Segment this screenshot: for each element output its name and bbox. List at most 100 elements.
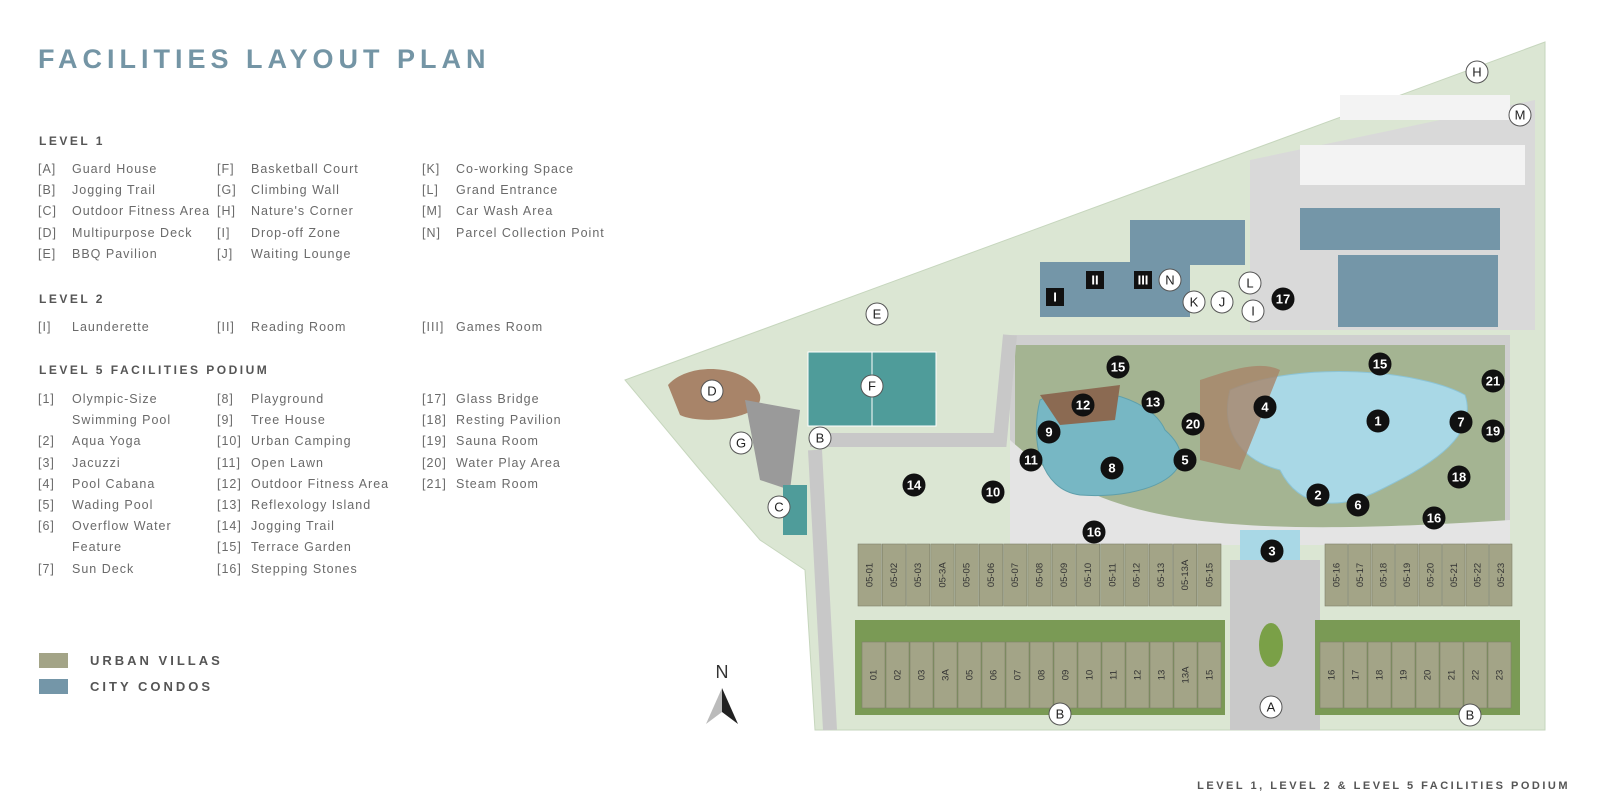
- villa-unit-label: 03: [917, 670, 928, 681]
- level1-marker[interactable]: E: [865, 302, 889, 326]
- villa-unit-block: [979, 543, 1003, 607]
- villa-unit: 15: [1197, 641, 1222, 709]
- legend-item-key: [15]: [217, 540, 242, 555]
- villa-unit-block: [1395, 543, 1419, 607]
- marker-badge: [1181, 412, 1205, 436]
- podium-marker[interactable]: 9: [1037, 420, 1061, 444]
- north-arrow: N: [706, 662, 738, 724]
- parking-bays-upper: [1300, 145, 1525, 185]
- level1-marker[interactable]: G: [729, 431, 753, 455]
- villa-unit-block: [1465, 543, 1489, 607]
- level2-marker[interactable]: III: [1134, 271, 1152, 289]
- marker-badge: [1037, 420, 1061, 444]
- podium-marker[interactable]: 11: [1019, 448, 1043, 472]
- level1-marker[interactable]: I: [1241, 299, 1265, 323]
- villa-unit-block: [1149, 641, 1174, 709]
- villa-unit: 05-02: [881, 543, 906, 607]
- villa-unit-label: 05-23: [1496, 563, 1507, 587]
- level1-marker[interactable]: D: [700, 379, 724, 403]
- podium-marker[interactable]: 15: [1368, 352, 1392, 376]
- legend-swatch-city-condos: [39, 679, 68, 694]
- villa-unit-label: 10: [1085, 670, 1096, 681]
- podium-marker[interactable]: 18: [1447, 465, 1471, 489]
- legend-item-label: Water Play Area: [456, 455, 561, 470]
- legend-item-label: Reading Room: [251, 320, 347, 334]
- villa-unit: 19: [1391, 641, 1416, 709]
- marker-badge: [729, 431, 753, 455]
- villa-unit: 05-21: [1442, 543, 1466, 607]
- level1-marker[interactable]: H: [1465, 60, 1489, 84]
- villa-unit-block: [1324, 543, 1348, 607]
- podium-marker[interactable]: 16: [1422, 506, 1446, 530]
- marker-badge: [1086, 271, 1104, 289]
- level1-marker[interactable]: B: [1458, 703, 1482, 727]
- podium-marker[interactable]: 7: [1449, 410, 1473, 434]
- podium-marker[interactable]: 15: [1106, 355, 1130, 379]
- podium-marker[interactable]: 21: [1481, 369, 1505, 393]
- podium-marker[interactable]: 4: [1253, 395, 1277, 419]
- north-label: N: [716, 662, 729, 682]
- marker-label: B: [1466, 708, 1475, 723]
- villa-unit-label: 23: [1495, 670, 1506, 681]
- podium-marker[interactable]: 1: [1366, 409, 1390, 433]
- level1-marker[interactable]: J: [1210, 290, 1234, 314]
- marker-badge: [1100, 456, 1124, 480]
- podium-marker[interactable]: 16: [1082, 520, 1106, 544]
- villa-unit: 17: [1343, 641, 1368, 709]
- podium-marker[interactable]: 13: [1141, 390, 1165, 414]
- podium-marker[interactable]: 14: [902, 473, 926, 497]
- podium-marker[interactable]: 5: [1173, 448, 1197, 472]
- villa-unit-block: [957, 641, 982, 709]
- level1-marker[interactable]: C: [767, 495, 791, 519]
- level1-marker[interactable]: B: [1048, 702, 1072, 726]
- level2-marker[interactable]: I: [1046, 288, 1064, 306]
- villa-unit-block: [1173, 543, 1198, 607]
- podium-marker[interactable]: 8: [1100, 456, 1124, 480]
- podium-marker[interactable]: 10: [981, 480, 1005, 504]
- level1-marker[interactable]: A: [1259, 695, 1283, 719]
- podium-marker[interactable]: 19: [1481, 419, 1505, 443]
- legend-item-key: [20]: [422, 455, 447, 470]
- legend-item-key: [L]: [422, 183, 439, 198]
- villa-unit: 03: [909, 641, 934, 709]
- villa-unit-block: [1003, 543, 1028, 607]
- villa-unit: 08: [1029, 641, 1054, 709]
- legend-item-key: [2]: [38, 434, 55, 449]
- villa-unit: 07: [1005, 641, 1030, 709]
- legend-item-label: Steam Room: [456, 476, 539, 491]
- level1-marker[interactable]: F: [860, 374, 884, 398]
- villa-unit-label: 05-21: [1449, 563, 1460, 587]
- villa-unit-block: [930, 543, 955, 607]
- marker-badge: [1046, 288, 1064, 306]
- marker-label: 7: [1457, 415, 1464, 430]
- marker-badge: [1241, 299, 1265, 323]
- villa-unit-block: [906, 543, 931, 607]
- level1-marker[interactable]: M: [1508, 103, 1532, 127]
- legend-item-key: [12]: [217, 476, 242, 491]
- villa-unit: 10: [1077, 641, 1102, 709]
- podium-marker[interactable]: 20: [1181, 412, 1205, 436]
- villa-unit-label: 16: [1327, 670, 1338, 681]
- level2-marker[interactable]: II: [1086, 271, 1104, 289]
- level1-marker[interactable]: N: [1158, 268, 1182, 292]
- podium-marker[interactable]: 12: [1071, 393, 1095, 417]
- level1-marker[interactable]: K: [1182, 290, 1206, 314]
- podium-marker[interactable]: 6: [1346, 493, 1370, 517]
- legend-item-label: Swimming Pool: [72, 413, 172, 428]
- podium-marker[interactable]: 17: [1271, 287, 1295, 311]
- villa-unit-label: 05-11: [1107, 563, 1118, 587]
- marker-label: 16: [1087, 525, 1101, 540]
- level1-marker[interactable]: B: [808, 426, 832, 450]
- level1-marker[interactable]: L: [1238, 271, 1262, 295]
- legend-item-key: [10]: [217, 434, 242, 449]
- podium-marker[interactable]: 2: [1306, 483, 1330, 507]
- villa-unit: 01: [861, 641, 886, 709]
- villa-unit-label: 05-03: [913, 563, 924, 587]
- villa-unit-block: [1439, 641, 1464, 709]
- villa-unit-label: 22: [1471, 670, 1482, 681]
- legend-item-key: [1]: [38, 392, 55, 406]
- marker-badge: [1422, 506, 1446, 530]
- podium-marker[interactable]: 3: [1260, 539, 1284, 563]
